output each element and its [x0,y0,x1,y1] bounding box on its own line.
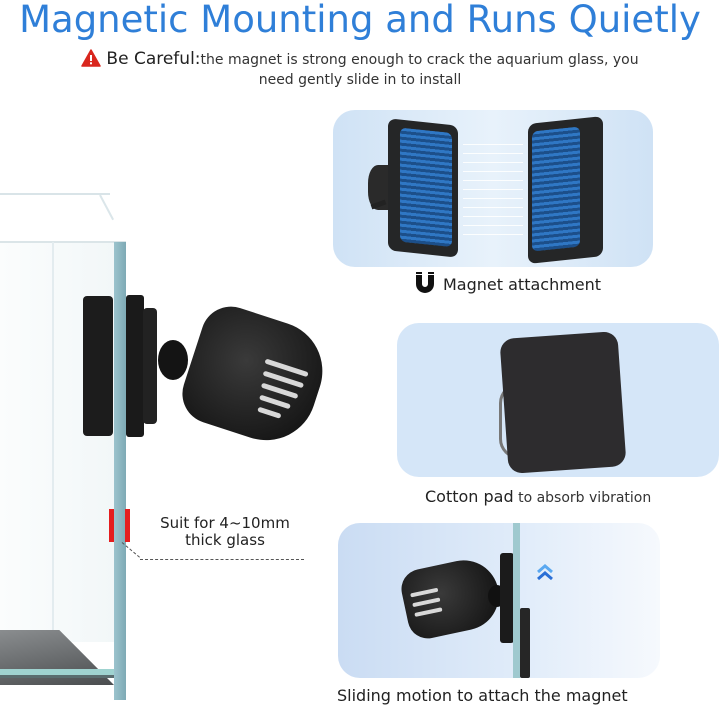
callout-leader-line [140,559,304,560]
outer-magnet-plate [528,116,603,264]
cotton-pad-panel [397,323,719,477]
warning-banner: Be Careful:the magnet is strong enough t… [0,49,720,90]
thickness-marker-right [125,509,130,542]
inner-magnet-plate [83,296,113,436]
tank-top-edge [0,241,126,243]
tank-back-edge [52,242,54,647]
page-title: Magnetic Mounting and Runs Quietly [19,0,701,41]
thickness-marker-left [109,509,114,542]
pump-magnet-plate [388,118,458,258]
outer-magnet-plate [520,608,530,678]
glass-thickness-note: Suit for 4~10mm thick glass [160,514,290,549]
mount-ring [143,308,157,424]
magnet-attachment-caption: Magnet attachment [413,272,601,294]
ball-joint [158,340,188,380]
chevron-up-icon [536,563,554,583]
glass-edge [114,242,126,700]
warning-text-line2: need gently slide in to install [258,72,462,88]
sliding-motion-caption: Sliding motion to attach the magnet [337,686,628,705]
magnetic-field-lines [463,140,523,235]
magnet-attachment-panel [333,110,653,267]
inner-magnet-plate [500,553,514,643]
tank-top-rim [0,193,110,245]
tank-bottom-edge [0,669,126,675]
cotton-pad-caption: Cotton pad to absorb vibration [425,487,652,506]
cotton-pad [499,331,627,474]
magnet-icon [416,272,434,293]
tank-bottom-shadow [0,675,126,678]
warning-label: Be Careful: [106,49,201,69]
warning-icon [81,49,102,67]
glass-pane [513,523,520,678]
outer-magnet-plate [126,295,144,437]
wave-pump [174,298,336,454]
sliding-motion-panel [338,523,660,678]
warning-text-line1: the magnet is strong enough to crack the… [200,52,639,68]
